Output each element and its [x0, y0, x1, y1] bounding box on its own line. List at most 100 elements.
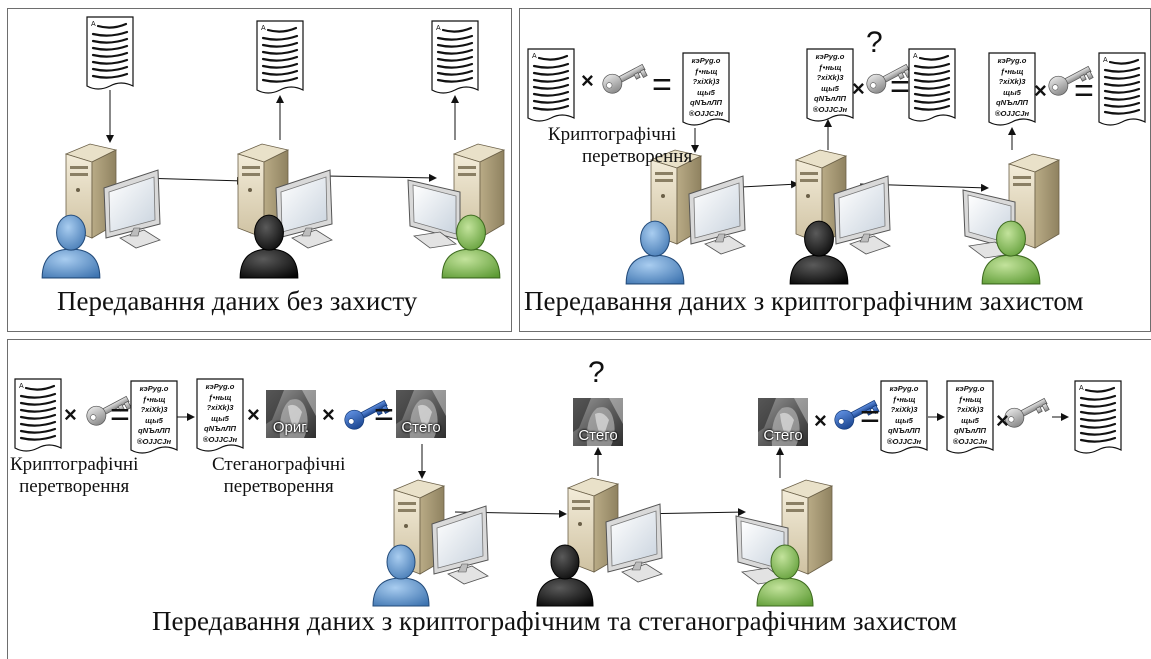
ciphertext-line: ®OJJCJн — [952, 436, 988, 446]
document-icon — [431, 20, 479, 95]
multiply-sign: × — [581, 68, 594, 93]
ciphertext-line: кэPуg.o — [997, 56, 1027, 65]
label-line: Криптографічні — [547, 124, 677, 145]
equals-sign: = — [652, 66, 672, 104]
multiply-sign: × — [322, 402, 335, 427]
equals-sign: = — [1074, 72, 1094, 110]
label-crypto-transform-p2: Криптографічні перетворення — [532, 124, 692, 168]
ciphertext-line: кэPуg.o — [205, 382, 235, 391]
question-mark: ? — [866, 26, 883, 59]
ciphertext-line: ?xiXk)3 — [956, 405, 984, 414]
ciphertext-line: ®OJJCJн — [202, 434, 238, 444]
label-stego-transform-p3: Стеганографічні перетворення — [212, 454, 345, 498]
original-image-tile: Ориг. — [266, 390, 316, 438]
ciphertext-line: ƒ•ньщ — [958, 394, 982, 404]
label-line: перетворення — [223, 476, 334, 497]
computer-icon — [237, 143, 333, 249]
ciphertext-line: ®OJJCJн — [994, 108, 1030, 118]
ciphertext-line: щы5 — [145, 415, 163, 425]
ciphertext-line: ƒ•ньщ — [694, 66, 718, 76]
ciphertext-line: ®OJJCJн — [688, 108, 724, 118]
equals-sign: = — [374, 396, 394, 434]
ciphertext-line: qNЪлЛП — [813, 94, 846, 103]
ciphertext-line: кэPуg.o — [955, 384, 985, 393]
label-line: перетворення — [19, 476, 130, 497]
multiply-sign: × — [996, 408, 1009, 433]
ciphertext-line: щы5 — [211, 413, 229, 423]
ciphertext-line: ?xiXk)3 — [890, 405, 918, 414]
tile-label: Ориг. — [272, 419, 310, 436]
ciphertext-line: qNЪлЛП — [995, 98, 1028, 107]
tile-label: Стего — [763, 427, 803, 444]
caption-crypto-stego-protection: Передавання даних з криптографічним та с… — [152, 606, 957, 636]
ciphertext-line: щы5 — [821, 83, 839, 93]
stego-image-tile: Стего — [758, 398, 808, 446]
ciphertext-line: qNЪлЛП — [137, 426, 170, 435]
arrow-eavesdropper-to-receiver-p1 — [325, 173, 437, 182]
ciphertext-line: ®OJJCJн — [886, 436, 922, 446]
ciphertext-line: ƒ•ньщ — [142, 394, 166, 404]
ciphertext-line: qNЪлЛП — [953, 426, 986, 435]
label-line: Стеганографічні — [212, 454, 346, 475]
equals-sign: = — [110, 396, 130, 434]
ciphertext-line: ƒ•ньщ — [208, 392, 232, 402]
ciphertext-line: щы5 — [697, 87, 715, 97]
ciphertext-line: qNЪлЛП — [203, 424, 236, 433]
stego-image-tile: Стего — [573, 398, 623, 446]
computer-icon — [407, 143, 505, 249]
ciphertext-line: кэPуg.o — [139, 384, 169, 393]
document-icon — [86, 16, 134, 91]
ciphertext-line: ?xiXk)3 — [140, 405, 168, 414]
ciphertext-line: ?xiXk)3 — [816, 73, 844, 82]
stego-image-tile: Стего — [396, 390, 446, 438]
multiply-sign: × — [852, 76, 865, 101]
ciphertext-line: ?xiXk)3 — [998, 77, 1026, 86]
ciphertext-line: кэPуg.o — [889, 384, 919, 393]
multiply-sign: × — [247, 402, 260, 427]
ciphertext-line: ®OJJCJн — [812, 104, 848, 114]
caption-crypto-protection: Передавання даних з криптографічним захи… — [524, 286, 1084, 316]
panel-crypto-stego-protection — [7, 339, 1151, 659]
ciphertext-line: щы5 — [1003, 87, 1021, 97]
ciphertext-line: щы5 — [961, 415, 979, 425]
ciphertext-line: qNЪлЛП — [689, 98, 722, 107]
ciphertext-line: ?xiXk)3 — [206, 403, 234, 412]
equals-sign: = — [860, 398, 880, 436]
caption-no-protection: Передавання даних без захисту — [57, 286, 418, 316]
ciphertext-line: ®OJJCJн — [136, 436, 172, 446]
multiply-sign: × — [64, 402, 77, 427]
tile-label: Стего — [401, 419, 441, 436]
tile-label: Стего — [578, 427, 618, 444]
document-icon — [256, 20, 304, 95]
multiply-sign: × — [814, 408, 827, 433]
ciphertext-line: ?xiXk)3 — [692, 77, 720, 86]
ciphertext-line: кэPуg.o — [815, 52, 845, 61]
ciphertext-line: ƒ•ньщ — [818, 62, 842, 72]
ciphertext-line: кэPуg.o — [691, 56, 721, 65]
multiply-sign: × — [1034, 78, 1047, 103]
ciphertext-line: ƒ•ньщ — [892, 394, 916, 404]
label-line: Криптографічні — [10, 454, 139, 475]
ciphertext-line: щы5 — [895, 415, 913, 425]
ciphertext-line: qNЪлЛП — [887, 426, 920, 435]
question-mark: ? — [588, 356, 605, 389]
label-crypto-transform-p3: Криптографічні перетворення — [10, 454, 138, 498]
ciphertext-line: ƒ•ньщ — [1000, 66, 1024, 76]
label-line: перетворення — [582, 146, 693, 167]
equals-sign: = — [890, 68, 910, 106]
